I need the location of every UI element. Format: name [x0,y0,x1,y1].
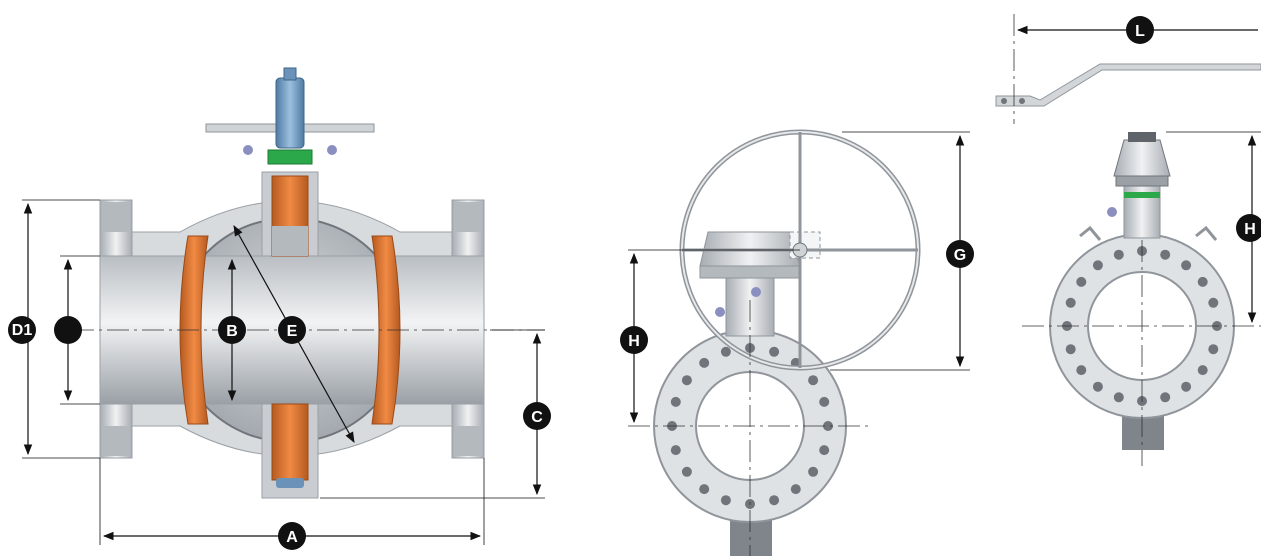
lever-valve-bolt-hole [1208,297,1219,308]
svg-text:L: L [1135,23,1145,40]
ball-valve-section: D1 B E C A [8,67,551,550]
left-flange-bolt-top [102,202,130,232]
lever-pin [1019,98,1025,104]
gear-valve-bolt-hole [670,396,681,407]
lever-valve-bolt-hole [1113,249,1124,260]
gear-valve-bolt-hole [699,357,710,368]
svg-text:E: E [287,323,298,340]
stem-bolt-left [243,145,253,155]
lever-valve-lug-right [1195,225,1218,241]
right-flange-bolt-top [454,202,482,232]
lever-valve-bolt-hole [1065,297,1076,308]
lever-valve-bolt-hole [1160,392,1171,403]
gear-valve-neck-bolt [715,307,725,317]
lever-valve-bolt-hole [1181,260,1192,271]
lever-valve-bolt-hole [1065,344,1076,355]
lever-valve-bolt-hole [1076,365,1087,376]
right-seat [371,235,401,425]
lever-valve-bolt-hole [1076,276,1087,287]
stem-top [283,67,297,81]
lever-valve-bolt-hole [1197,365,1208,376]
stem-actuator-adapter [275,77,305,149]
gear-valve-bolt-hole [819,396,830,407]
gear-operated-valve: H G [620,129,974,556]
label-h-lever: H [1236,214,1261,242]
lever-valve-bolt-hole [1208,344,1219,355]
lever-valve-flange-bolts [1062,246,1222,406]
label-d1: D1 [8,316,36,344]
gear-valve-bolt-hole [720,346,731,357]
lever-valve-bolt-hole [1092,260,1103,271]
lever-valve-head [1113,139,1171,177]
gear-valve-bolt-hole [819,445,830,456]
green-ring [267,149,313,165]
label-h-gear: H [620,326,648,354]
gear-valve-bolt-hole [670,445,681,456]
gear-valve-bolt-hole [681,375,692,386]
gearbox-base [699,265,801,279]
svg-text:H: H [628,333,640,350]
gear-valve-bolt-hole [808,375,819,386]
label-b: B [218,316,246,344]
bottom-trunnion-seal [271,403,309,481]
svg-text:G: G [954,247,966,264]
svg-text:H: H [1244,221,1256,238]
right-flange-bolt-bottom [454,426,482,456]
lever-valve-head-base [1115,175,1169,187]
lever-valve-neck-bolt [1107,207,1117,217]
lever-valve-lug-left [1079,225,1102,241]
gear-valve-bolt-hole [790,484,801,495]
gear-valve-bolt-hole [681,466,692,477]
gear-valve-bottom-stub [730,520,772,556]
gear-valve-bolt-hole [769,346,780,357]
label-c: C [523,402,551,430]
gear-valve-neck-bolt-2 [751,287,761,297]
svg-text:C: C [531,409,543,426]
lever-valve-green-ring [1124,192,1160,198]
lever-valve-bolt-hole [1113,392,1124,403]
left-flange-bolt-bottom [102,426,130,456]
lever-valve-bolt-hole [1181,381,1192,392]
label-e: E [278,316,306,344]
lever-valve-bolt-hole [1197,276,1208,287]
bore-dimension-marker [54,316,82,344]
label-l: L [1126,16,1154,44]
lever-pivot [1001,98,1007,104]
bottom-plug [276,478,304,488]
label-g: G [946,240,974,268]
lever-operated-valve: L H [995,14,1261,466]
svg-text:B: B [226,323,238,340]
gear-valve-bolt-hole [699,484,710,495]
gear-valve-bolt-hole [823,421,833,431]
svg-text:A: A [286,529,298,546]
lever-valve-bolt-hole [1092,381,1103,392]
stem-bolt-right [327,145,337,155]
gear-valve-bolt-hole [720,495,731,506]
label-a: A [278,522,306,550]
gear-valve-flange-bolts [667,343,833,509]
gear-valve-bolt-hole [769,495,780,506]
lever-valve-bolt-hole [1160,249,1171,260]
lever-handle [995,63,1261,107]
top-stem [272,226,308,256]
lever-valve-cap [1128,132,1156,142]
gear-valve-bolt-hole [808,466,819,477]
svg-text:D1: D1 [12,322,33,339]
